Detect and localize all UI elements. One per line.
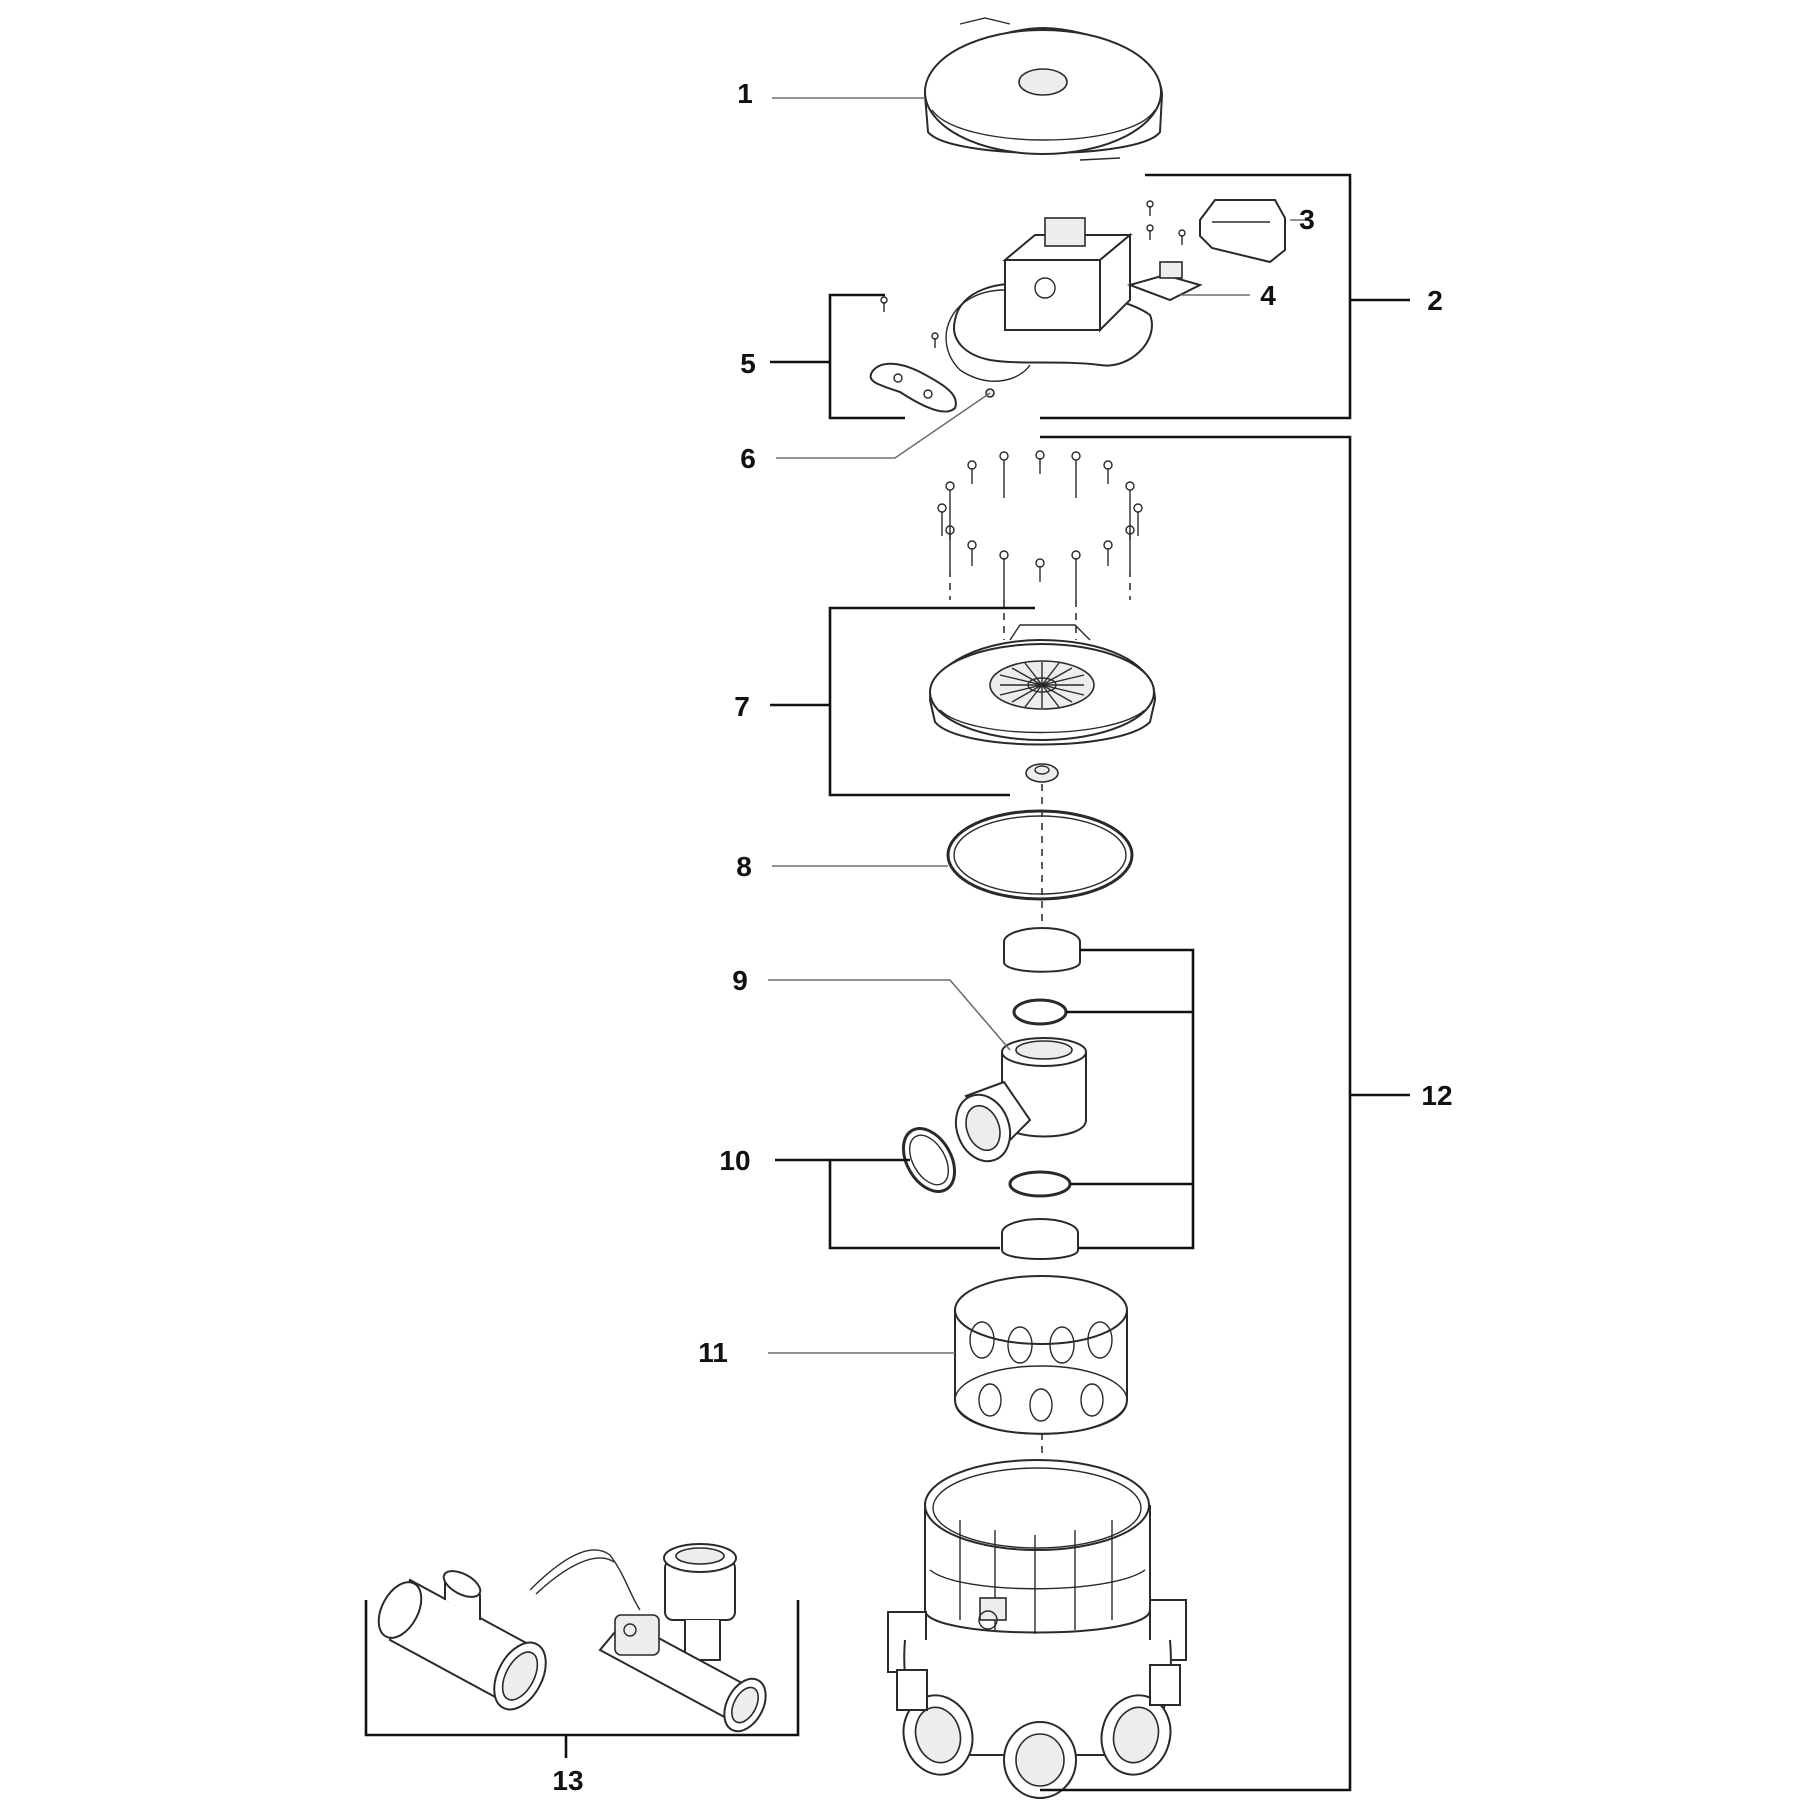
callout-labels: 1 2 3 4 5 6 7 8 9 10 11 12 13 (552, 78, 1452, 1796)
part-9-tee-body[interactable] (947, 927, 1087, 1169)
part-5-handle[interactable] (869, 362, 957, 413)
callout-11: 11 (698, 1337, 728, 1368)
callout-2: 2 (1427, 285, 1443, 316)
part-10-seals[interactable] (893, 1120, 1079, 1260)
callout-1: 1 (737, 78, 753, 109)
part-2-actuator-assembly[interactable] (880, 200, 1186, 382)
part-3-cover[interactable] (1199, 199, 1286, 264)
callout-10: 10 (719, 1145, 750, 1176)
part-11-cage[interactable] (954, 1275, 1128, 1435)
callout-6: 6 (740, 443, 756, 474)
callout-13: 13 (552, 1765, 583, 1796)
part-13-sensor-valve[interactable] (529, 1543, 774, 1738)
callout-8: 8 (736, 851, 752, 882)
callout-7: 7 (734, 691, 750, 722)
bolt-ring (937, 450, 1143, 640)
part-7-valve-cover[interactable] (928, 624, 1157, 783)
brackets (364, 173, 1410, 1792)
leader-lines (768, 97, 1308, 1354)
main-housing[interactable] (887, 1459, 1187, 1799)
part-13-tee-fitting[interactable] (370, 1566, 556, 1718)
part-1-lid[interactable] (923, 17, 1164, 161)
callout-3: 3 (1299, 204, 1315, 235)
callout-9: 9 (732, 965, 748, 996)
part-4-circuit-board[interactable] (1126, 261, 1203, 302)
part-8-o-ring[interactable] (946, 809, 1134, 901)
callout-5: 5 (740, 348, 756, 379)
callout-12: 12 (1421, 1080, 1452, 1111)
callout-4: 4 (1260, 280, 1276, 311)
